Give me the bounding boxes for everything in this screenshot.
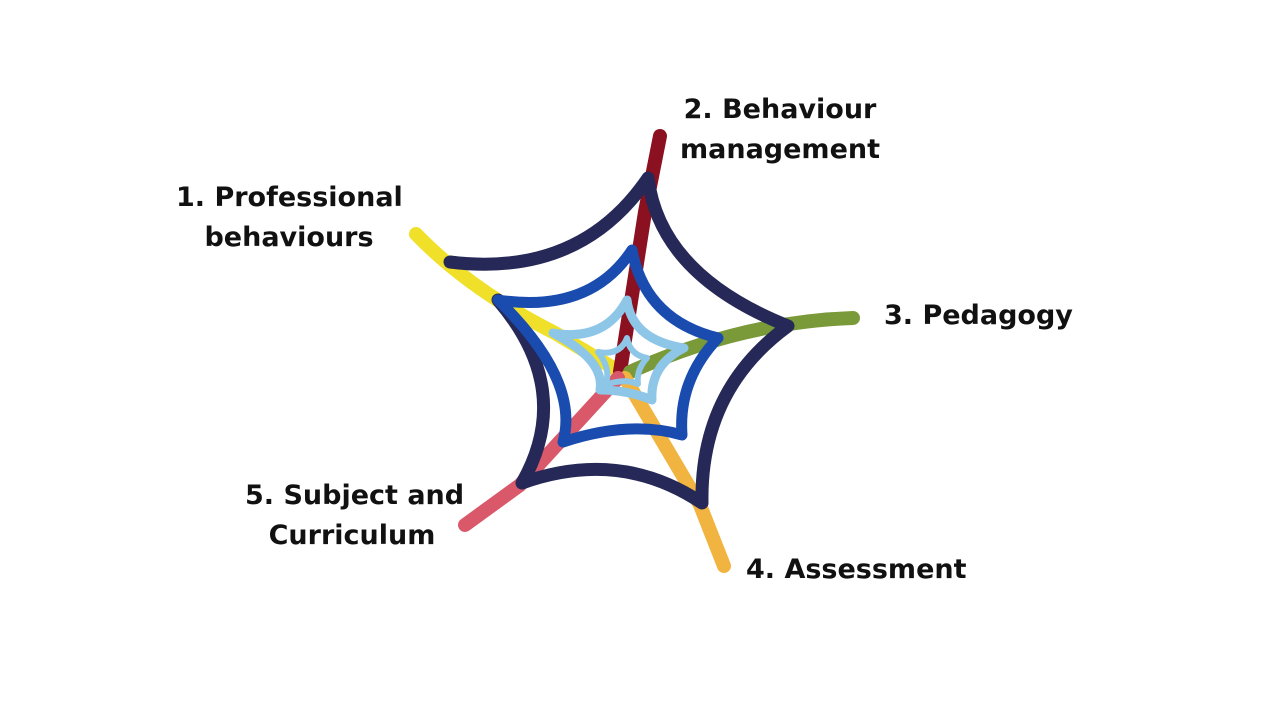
web-ring-core [595, 335, 650, 388]
label-subject-line2: Curriculum [268, 520, 436, 551]
label-pedagogy-line1: 3. Pedagogy [884, 300, 1073, 331]
label-professional-line1: 1. Professional [176, 182, 403, 213]
label-subject-line1: 5. Subject and [245, 480, 465, 511]
web-ring-outer [443, 171, 795, 510]
spoke-professional-behaviours [409, 227, 627, 379]
web-ring-middle [492, 244, 724, 448]
web-ring-inner [548, 295, 689, 405]
label-subject-curriculum: 5. Subject and Curriculum [245, 476, 465, 556]
label-professional-line2: behaviours [204, 222, 374, 253]
label-pedagogy: 3. Pedagogy [884, 296, 1073, 336]
label-behaviour-management: 2. Behaviour management [680, 90, 880, 170]
label-assessment-line1: 4. Assessment [746, 554, 967, 585]
spoke-pedagogy [623, 311, 860, 379]
label-behaviour-line2: management [680, 134, 881, 165]
label-behaviour-line1: 2. Behaviour [683, 94, 877, 125]
label-assessment: 4. Assessment [746, 550, 967, 590]
label-professional-behaviours: 1. Professional behaviours [176, 178, 403, 258]
